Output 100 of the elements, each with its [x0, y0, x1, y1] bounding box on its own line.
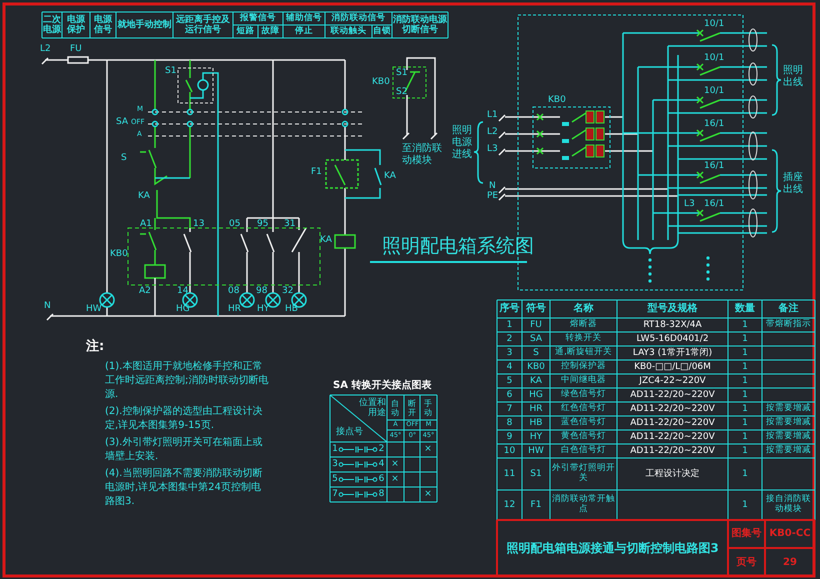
table-entry: LAY3 (1常开1常闭)	[632, 348, 712, 358]
table-entry: HR	[529, 404, 543, 414]
table-entry: AD11-22/20~220V	[630, 446, 715, 456]
note-text: (3).外引带灯照明开关可在箱面上或墙壁上安装.	[105, 436, 264, 464]
column-heading: 型号及规格	[648, 303, 698, 315]
component-label: KA	[320, 236, 332, 246]
table-entry: 中间继电器	[561, 376, 606, 386]
component-label: 10/1	[704, 20, 724, 30]
table-entry: 9	[506, 432, 512, 442]
column-heading: 断开	[408, 398, 416, 418]
table-entry: RT18-32X/4A	[643, 320, 702, 330]
table-entry: 1	[742, 334, 748, 344]
table-entry: 按需要增减	[766, 446, 811, 456]
component-label: FU	[70, 45, 82, 55]
component-label: 照明电源进线	[452, 125, 473, 161]
contact-mark: ×	[391, 474, 399, 485]
drawing-title: 照明配电箱电源接通与切断控制电路图3	[506, 542, 719, 556]
column-heading: 名称	[574, 303, 594, 315]
component-label: 10/1	[704, 54, 724, 64]
table-entry: HB	[530, 418, 542, 428]
table-entry: 1	[742, 500, 748, 510]
table-entry: 1	[742, 418, 748, 428]
table-entry: KB0-□□/L□/06M	[634, 362, 711, 372]
table-entry: 通,断旋钮开关	[555, 348, 612, 358]
component-label: 16/1	[704, 200, 724, 210]
table-entry: 8	[506, 418, 512, 428]
table-entry: HG	[529, 390, 543, 400]
table-entry: 按需要增减	[766, 404, 811, 414]
table-entry: 1	[742, 446, 748, 456]
contact-number: 1	[332, 444, 338, 455]
column-heading: 手动	[424, 398, 432, 418]
component-label: N	[489, 182, 496, 192]
table-entry: 11	[504, 468, 516, 480]
table-entry: 蓝色信号灯	[561, 418, 606, 428]
table-entry: 5	[506, 376, 512, 386]
component-label: 至消防联动模块	[402, 143, 443, 167]
component-label: L2	[487, 128, 498, 138]
component-label: KA	[384, 172, 396, 182]
table-entry: HY	[530, 432, 542, 442]
component-label: S2	[396, 88, 408, 98]
component-label: L3	[487, 145, 498, 155]
component-label: S1	[165, 67, 176, 77]
table-entry: 按需要增减	[766, 418, 811, 428]
column-heading: 辅助信号	[286, 14, 322, 24]
component-label: KB0	[372, 78, 390, 88]
table-entry: 1	[742, 432, 748, 442]
component-label: 10/1	[704, 87, 724, 97]
column-heading: 符号	[526, 303, 546, 315]
column-heading: 联动触头	[330, 26, 366, 36]
component-label: KA	[138, 192, 150, 202]
component-label: HR	[228, 305, 242, 315]
component-label: 16/1	[704, 120, 724, 130]
table-entry: FU	[530, 320, 542, 330]
component-label: A1	[140, 220, 152, 230]
column-heading: 远距离手控及运行信号	[175, 14, 231, 36]
component-label: F1	[311, 168, 322, 178]
field-value: KB0-CC	[769, 528, 811, 540]
component-label: PE	[487, 192, 498, 202]
diagram-heading: 照明配电箱系统图	[382, 236, 534, 257]
column-heading: 短路	[236, 26, 254, 36]
component-label: 14	[177, 287, 188, 297]
component-label: L3	[684, 200, 695, 210]
column-heading: 序号	[500, 303, 520, 315]
table-entry: KA	[530, 376, 542, 386]
component-label: 95	[257, 220, 268, 230]
table-entry: 按需要增减	[766, 432, 811, 442]
table-entry: 2	[506, 334, 512, 344]
column-heading: 二次电源	[43, 14, 61, 36]
column-heading: 报警信号	[240, 14, 276, 24]
column-heading: 消防联动电源切断信号	[393, 14, 447, 36]
component-label: 05	[229, 220, 240, 230]
component-label: 插座出线	[783, 172, 804, 196]
component-label: 98	[256, 287, 268, 297]
table-entry: S1	[530, 468, 542, 480]
table-entry: 4	[506, 362, 512, 372]
contact-mark: ×	[424, 444, 432, 455]
column-heading: 停止	[295, 26, 313, 36]
table-entry: 1	[742, 320, 748, 330]
field-label: 图集号	[732, 528, 762, 540]
contact-number: 6	[378, 474, 384, 485]
table-entry: 3	[506, 348, 512, 358]
component-label: S1	[396, 69, 408, 79]
component-label: L2	[40, 45, 51, 55]
table-entry: AD11-22/20~220V	[630, 390, 715, 400]
table-entry: 消防联动常开触点	[551, 495, 616, 515]
component-label: HY	[257, 305, 270, 315]
column-heading: 就地手动控制	[118, 20, 172, 30]
table-entry: 熔断器	[570, 320, 597, 330]
component-label: 32	[282, 287, 294, 297]
contact-number: 7	[332, 489, 338, 500]
column-heading: 备注	[778, 303, 798, 315]
notes-heading: 注:	[86, 340, 104, 354]
column-heading: 自锁	[373, 26, 391, 36]
note-text: (2).控制保护器的选型由工程设计决定,详见本图集第9-15页.	[105, 405, 264, 433]
column-heading: 位置和用途	[358, 399, 386, 419]
table-entry: 控制保护器	[561, 362, 606, 372]
component-label: S	[121, 154, 127, 164]
table-entry: 12	[504, 500, 516, 510]
table-entry: HW	[528, 446, 544, 456]
table-entry: 工程设计决定	[646, 468, 700, 480]
